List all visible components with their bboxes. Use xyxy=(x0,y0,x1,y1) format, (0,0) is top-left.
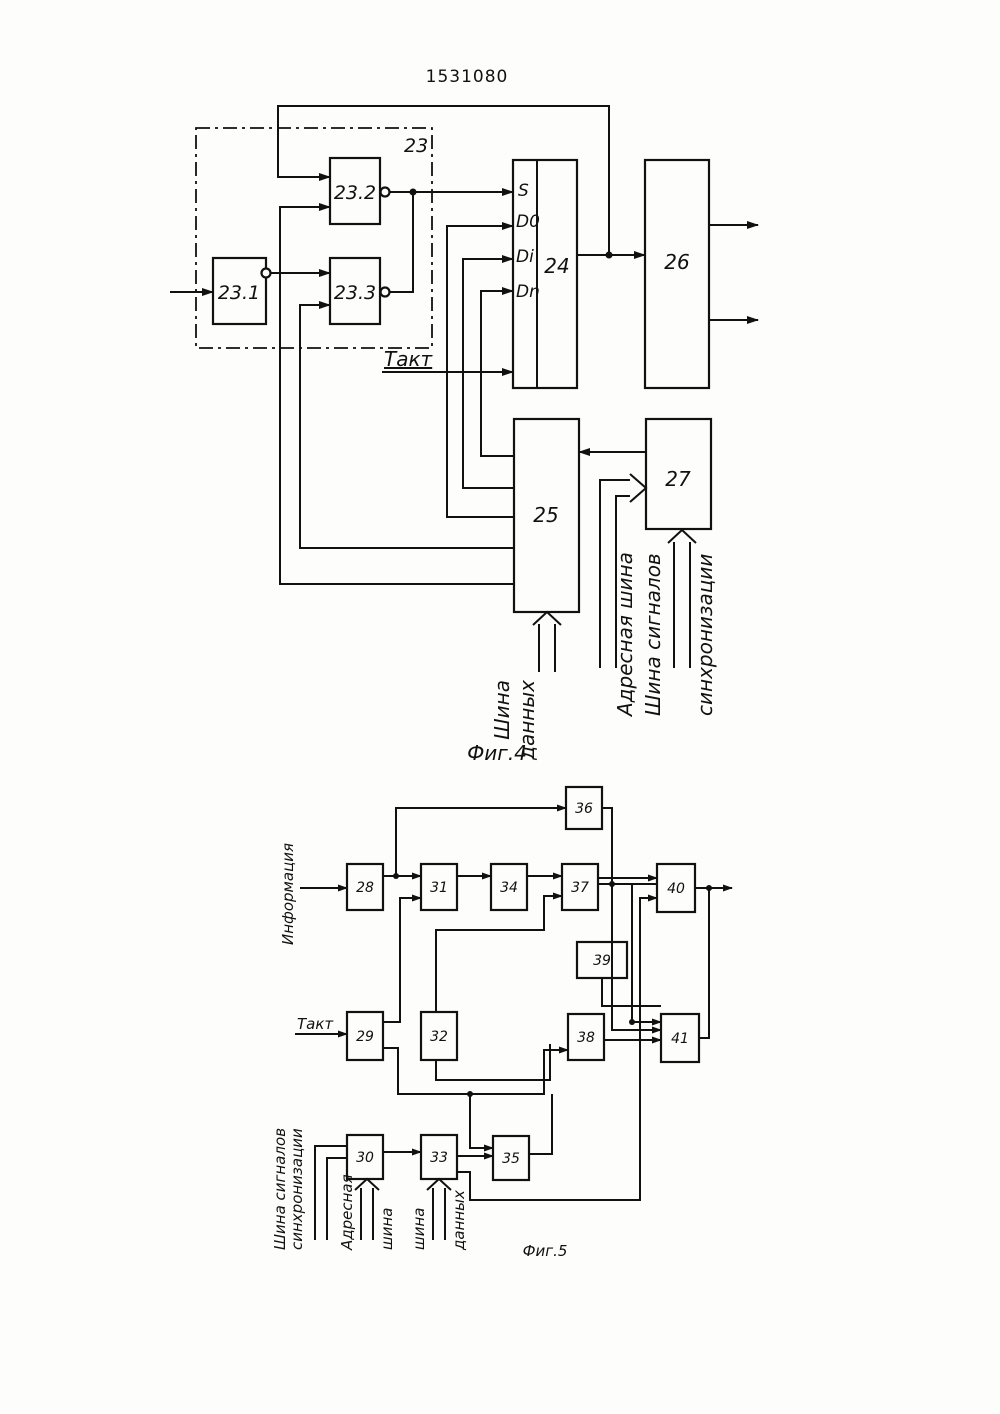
block-23-1-label: 23.1 xyxy=(218,282,260,304)
patent-number: 1531080 xyxy=(426,67,509,87)
block-37-label: 37 xyxy=(571,880,589,896)
fig5-caption: Фиг.5 xyxy=(523,1242,568,1260)
wire-25-to-23-2 xyxy=(280,207,514,584)
inverter-bubble-23-2 xyxy=(381,188,390,197)
signal-bus-label-2: синхронизации xyxy=(693,554,717,716)
group-23-label: 23 xyxy=(404,135,428,157)
wire-35-up xyxy=(529,1094,552,1154)
fig4-diagram: 23 23.1 23.2 23.3 S D0 Di Dn 24 26 25 27 xyxy=(170,106,758,765)
clock-label-fig5: Такт xyxy=(297,1015,334,1033)
junction-41-in xyxy=(629,1019,635,1025)
block-26-label: 26 xyxy=(664,250,689,274)
signal-bus-label-fig5-2: синхронизации xyxy=(288,1128,306,1250)
data-bus-label-fig5-2: данных xyxy=(450,1190,468,1251)
junction-24-out xyxy=(606,252,613,259)
block-34-label: 34 xyxy=(500,880,518,896)
block-29-label: 29 xyxy=(356,1029,374,1045)
pin-s: S xyxy=(518,181,529,201)
data-bus-fig5 xyxy=(427,1179,451,1240)
signal-bus-label-1: Шина сигналов xyxy=(641,553,665,716)
block-24-label: 24 xyxy=(544,254,569,278)
wire-25-to-dn xyxy=(481,291,514,456)
wire-junction-to-35 xyxy=(470,1094,493,1148)
block-39-label: 39 xyxy=(593,953,611,969)
inverter-bubble-23-3 xyxy=(381,288,390,297)
signal-bus-label-fig5-1: Шина сигналов xyxy=(271,1128,289,1250)
wire-25-to-di xyxy=(463,259,514,488)
wire-29-to-31 xyxy=(383,898,421,1022)
data-bus-label-1: Шина xyxy=(490,680,514,740)
inverter-bubble-23-1 xyxy=(262,269,271,278)
block-38-label: 38 xyxy=(577,1030,595,1046)
pin-dn: Dn xyxy=(516,282,540,302)
wire-29-to-38 xyxy=(383,1048,568,1094)
address-bus-label-fig5-2: шина xyxy=(378,1208,396,1250)
block-40-label: 40 xyxy=(667,881,685,897)
fig4-caption: Фиг.4 xyxy=(467,741,527,765)
data-bus-fig4 xyxy=(533,612,561,672)
address-bus-label-fig5-1: Адресная xyxy=(338,1174,356,1251)
info-label: Информация xyxy=(279,843,297,945)
block-30-label: 30 xyxy=(356,1150,374,1166)
wire-32-to-37 xyxy=(436,896,562,1012)
wire-23-3-to-junction xyxy=(390,192,413,292)
wire-41-to-output xyxy=(699,888,709,1038)
block-31-label: 31 xyxy=(430,880,448,896)
block-25-label: 25 xyxy=(533,503,558,527)
pin-di: Di xyxy=(516,247,534,267)
block-26 xyxy=(645,160,709,388)
block-35-label: 35 xyxy=(502,1151,520,1167)
block-23-3-label: 23.3 xyxy=(334,282,376,304)
pin-d0: D0 xyxy=(516,212,540,232)
data-bus-label-fig5-1: шина xyxy=(410,1208,428,1250)
block-28-label: 28 xyxy=(356,880,374,896)
block-32-label: 32 xyxy=(430,1029,448,1045)
block-41-label: 41 xyxy=(671,1031,689,1047)
address-bus-fig5 xyxy=(355,1179,379,1240)
fig5-diagram: 28 29 30 31 32 33 34 35 36 37 38 39 40 4… xyxy=(271,787,732,1260)
clock-label-fig4: Такт xyxy=(384,347,434,371)
sync-bus-fig4 xyxy=(668,530,696,668)
block-36-label: 36 xyxy=(575,801,593,817)
address-bus-label: Адресная шина xyxy=(613,552,637,718)
block-33-label: 33 xyxy=(430,1150,448,1166)
block-27-label: 27 xyxy=(665,467,691,491)
block-23-2-label: 23.2 xyxy=(334,182,376,204)
